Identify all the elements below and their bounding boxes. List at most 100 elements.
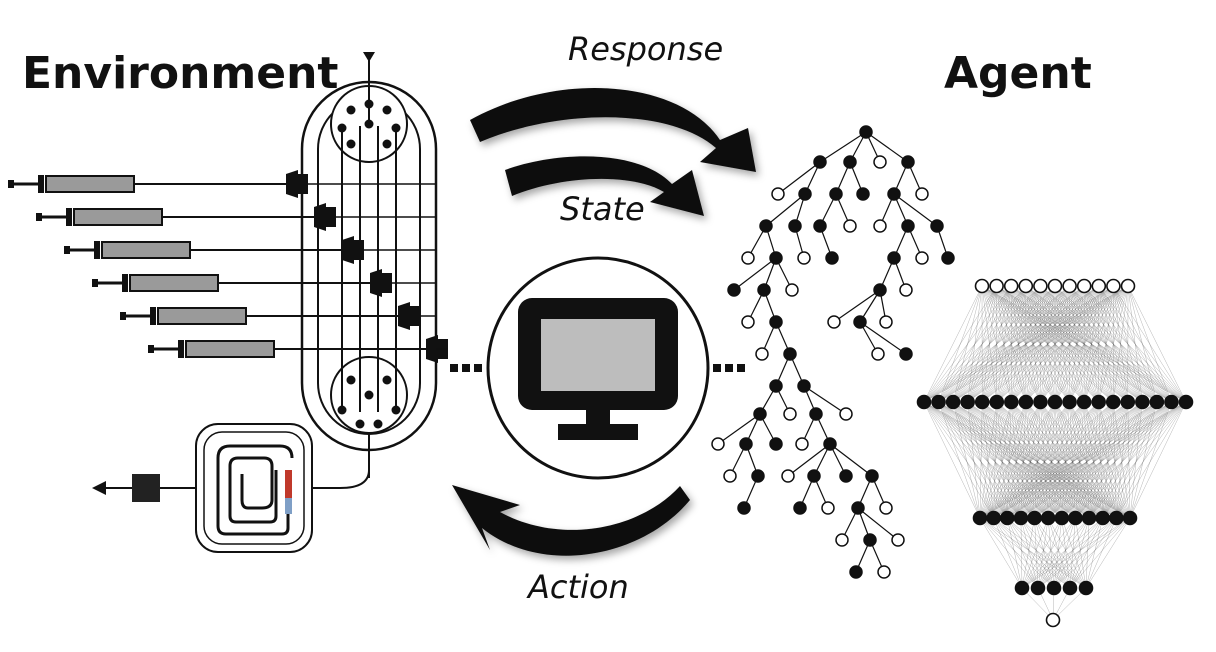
- tree-node-open: [755, 347, 769, 361]
- state-label: State: [560, 190, 645, 228]
- nn-node-filled: [1014, 580, 1030, 596]
- tree-node-filled: [839, 469, 853, 483]
- nn-node-filled: [1046, 580, 1062, 596]
- nn-node-filled: [960, 394, 975, 410]
- tree-node-filled: [825, 251, 839, 265]
- syringe-icon: [120, 302, 420, 330]
- nn-node-filled: [1027, 510, 1042, 526]
- nn-node-filled: [1120, 394, 1136, 410]
- syringe-icon: [148, 335, 448, 363]
- nn-node-open: [1076, 278, 1092, 294]
- action-arrow: [452, 485, 690, 556]
- nn-node-filled: [1040, 510, 1056, 526]
- nn-node-filled: [945, 394, 961, 410]
- nn-node-filled: [972, 510, 988, 526]
- tree-node-filled: [727, 283, 741, 297]
- tree-node-open: [915, 187, 929, 201]
- syringe-icon: [92, 269, 392, 297]
- tree-node-filled: [769, 437, 783, 451]
- nn-node-filled: [1054, 510, 1070, 526]
- tree-node-open: [839, 407, 853, 421]
- tree-node-open: [871, 347, 885, 361]
- connector-right: [713, 364, 745, 372]
- nn-node-open: [974, 278, 990, 294]
- nn-node-filled: [1013, 510, 1029, 526]
- tree-node-filled: [783, 347, 797, 361]
- nn-node-open: [1120, 278, 1136, 294]
- tree-node-filled: [851, 501, 865, 515]
- tree-node-open: [771, 187, 785, 201]
- nn-node-open: [989, 278, 1004, 294]
- nn-node-open: [1003, 278, 1019, 294]
- valve-manifold: [300, 52, 438, 478]
- tree-node-filled: [798, 187, 812, 201]
- tree-node-filled: [930, 219, 944, 233]
- tree-node-filled: [901, 219, 915, 233]
- nn-node-filled: [1076, 394, 1092, 410]
- nn-node-filled: [1135, 394, 1150, 410]
- tree-node-open: [915, 251, 929, 265]
- tree-node-filled: [873, 283, 887, 297]
- nn-node-filled: [986, 510, 1001, 526]
- tree-node-filled: [813, 219, 827, 233]
- nn-node-open: [1106, 278, 1121, 294]
- tree-node-filled: [769, 379, 783, 393]
- tree-node-open: [879, 501, 893, 515]
- nn-node-filled: [1149, 394, 1165, 410]
- tree-node-filled: [807, 469, 821, 483]
- tree-node-filled: [813, 155, 827, 169]
- tree-node-open: [879, 315, 893, 329]
- nn-node-open: [1045, 612, 1061, 628]
- nn-node-filled: [931, 394, 946, 410]
- state-arrow: [505, 156, 704, 216]
- tree-node-filled: [859, 125, 873, 139]
- nn-node-filled: [1062, 394, 1077, 410]
- tree-node-filled: [753, 407, 767, 421]
- detector-icon: [92, 474, 196, 502]
- nn-node-filled: [1109, 510, 1124, 526]
- tree-node-filled: [849, 565, 863, 579]
- nn-node-filled: [1018, 394, 1034, 410]
- tree-node-open: [873, 155, 887, 169]
- tree-node-filled: [751, 469, 765, 483]
- nn-node-filled: [1047, 394, 1063, 410]
- tree-node-filled: [797, 379, 811, 393]
- nn-node-filled: [974, 394, 990, 410]
- tree-node-filled: [887, 187, 901, 201]
- tree-node-filled: [757, 283, 771, 297]
- tree-node-open: [891, 533, 905, 547]
- nn-node-filled: [1091, 394, 1106, 410]
- nn-node-filled: [1068, 510, 1083, 526]
- tree-node-filled: [853, 315, 867, 329]
- nn-node-open: [1062, 278, 1077, 294]
- tree-node-filled: [739, 437, 753, 451]
- tree-node-open: [821, 501, 835, 515]
- tree-node-open: [835, 533, 849, 547]
- tree-node-open: [795, 437, 809, 451]
- tree-node-filled: [769, 315, 783, 329]
- neural-network-icon: [916, 278, 1194, 628]
- tree-node-filled: [769, 251, 783, 265]
- tree-node-filled: [843, 155, 857, 169]
- nn-node-filled: [989, 394, 1005, 410]
- tree-node-open: [781, 469, 795, 483]
- nn-node-filled: [1030, 580, 1046, 596]
- nn-node-filled: [1105, 394, 1121, 410]
- tree-node-filled: [793, 501, 807, 515]
- syringe-icon: [36, 203, 336, 231]
- nn-node-filled: [916, 394, 932, 410]
- tree-node-open: [873, 219, 887, 233]
- tree-node-filled: [759, 219, 773, 233]
- tree-node-filled: [809, 407, 823, 421]
- tree-node-filled: [899, 347, 913, 361]
- decision-tree-icon: [711, 125, 955, 579]
- tree-node-filled: [829, 187, 843, 201]
- tree-node-open: [785, 283, 799, 297]
- nn-node-filled: [1164, 394, 1179, 410]
- tree-node-filled: [941, 251, 955, 265]
- nn-node-filled: [999, 510, 1015, 526]
- nn-node-filled: [1062, 580, 1078, 596]
- nn-node-filled: [1122, 510, 1138, 526]
- tree-node-open: [783, 407, 797, 421]
